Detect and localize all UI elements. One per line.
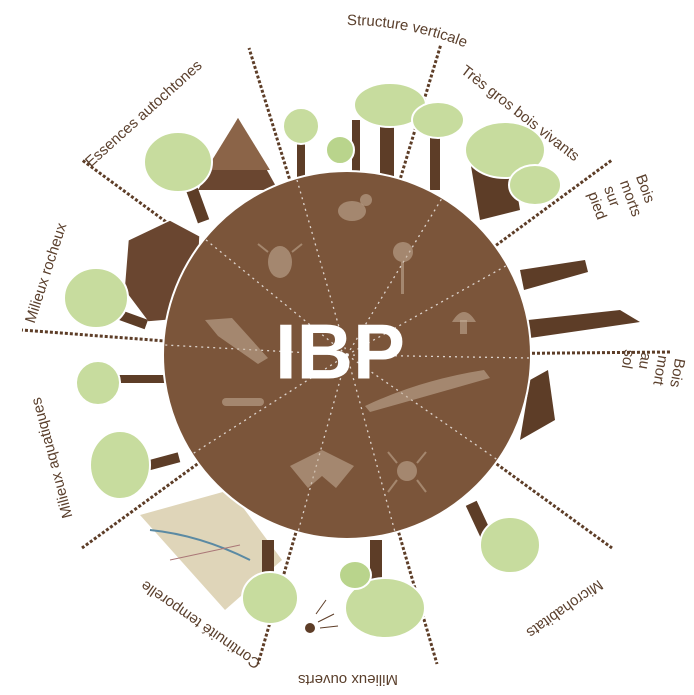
- beetle-icon: [257, 243, 303, 278]
- mushroom-icon: [452, 312, 476, 334]
- flower-icon: [393, 242, 413, 294]
- label-structure-verticale: Structure verticale: [347, 12, 470, 51]
- silhouettes: [205, 194, 490, 493]
- svg-text:Structure verticale: Structure verticale: [347, 12, 470, 51]
- bat-icon: [290, 450, 354, 488]
- squirrel-icon: [338, 194, 372, 221]
- map-icon: [140, 490, 282, 610]
- segment-labels: Structure verticale: [347, 12, 470, 51]
- forest-ring: [63, 82, 640, 639]
- center-title: IBP: [275, 308, 405, 396]
- sun-icon: [305, 599, 339, 633]
- caterpillar-icon: [222, 398, 264, 406]
- woodpecker-icon: [205, 318, 268, 364]
- spider-icon: [387, 451, 427, 493]
- lizard-icon: [365, 370, 490, 412]
